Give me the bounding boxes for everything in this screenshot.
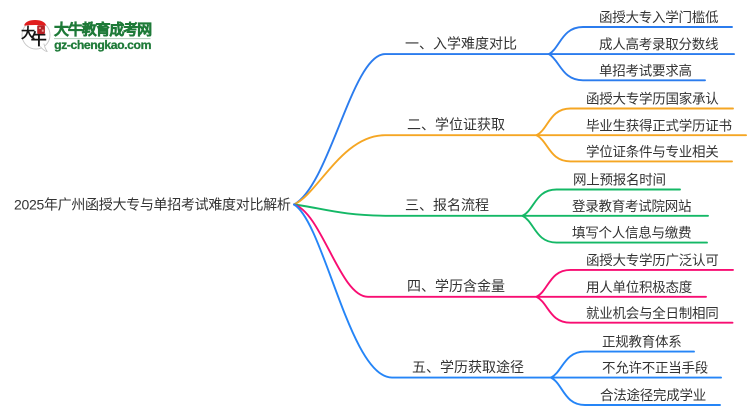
svg-text:gz-chengkao.com: gz-chengkao.com [54, 38, 151, 52]
svg-text:2025年广州函授大专与单招考试难度对比解析: 2025年广州函授大专与单招考试难度对比解析 [14, 197, 291, 213]
svg-text:函授大专入学门槛低: 函授大专入学门槛低 [599, 10, 719, 25]
svg-text:就业机会与全日制相同: 就业机会与全日制相同 [586, 305, 719, 321]
svg-text:正规教育体系: 正规教育体系 [602, 335, 682, 350]
svg-text:填写个人信息与缴费: 填写个人信息与缴费 [572, 225, 691, 241]
svg-text:一、入学难度对比: 一、入学难度对比 [405, 36, 517, 52]
svg-text:毕业生获得正式学历证书: 毕业生获得正式学历证书 [586, 117, 732, 133]
svg-text:成人高考录取分数线: 成人高考录取分数线 [599, 36, 718, 52]
svg-text:五、学历获取途径: 五、学历获取途径 [412, 359, 524, 375]
svg-text:单招考试要求高: 单招考试要求高 [599, 62, 692, 78]
svg-text:合法途径完成学业: 合法途径完成学业 [600, 387, 706, 403]
svg-text:不允许不正当手段: 不允许不正当手段 [602, 361, 708, 376]
svg-text:网上预报名时间: 网上预报名时间 [573, 173, 666, 188]
svg-text:四、学历含金量: 四、学历含金量 [407, 278, 505, 294]
svg-text:大: 大 [21, 25, 35, 41]
svg-text:登录教育考试院网站: 登录教育考试院网站 [572, 199, 691, 214]
svg-text:牛: 牛 [31, 30, 47, 49]
svg-text:三、报名流程: 三、报名流程 [405, 197, 489, 213]
svg-text:函授大专学历广泛认可: 函授大专学历广泛认可 [586, 253, 719, 268]
svg-text:学位证条件与专业相关: 学位证条件与专业相关 [586, 144, 719, 160]
svg-text:用人单位积极态度: 用人单位积极态度 [586, 280, 692, 295]
svg-text:二、学位证获取: 二、学位证获取 [407, 117, 505, 133]
svg-text:大牛教育成考网: 大牛教育成考网 [54, 21, 152, 39]
svg-text:函授大专学历国家承认: 函授大专学历国家承认 [586, 91, 719, 107]
